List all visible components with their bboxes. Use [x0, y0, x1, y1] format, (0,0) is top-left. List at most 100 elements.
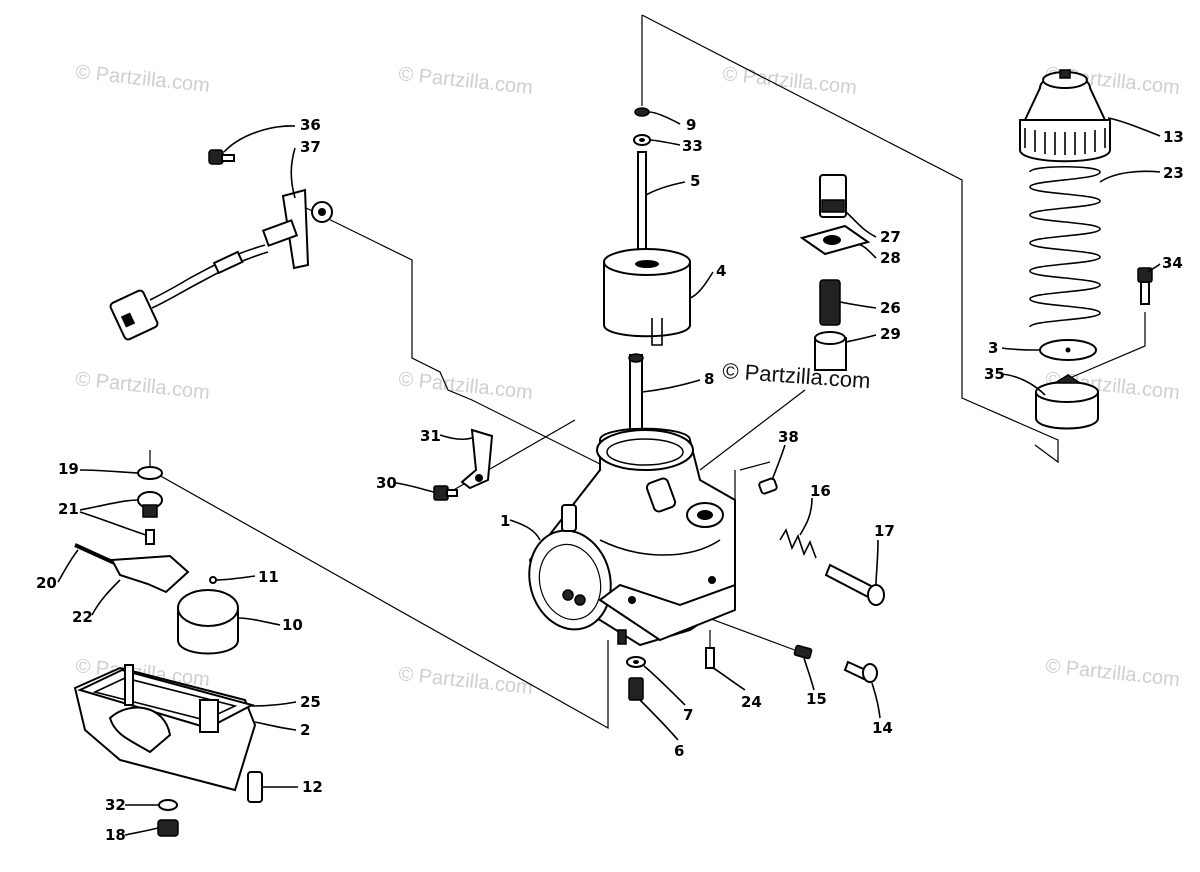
- leader-14: [871, 682, 881, 719]
- drain-plug-18: [157, 819, 179, 837]
- label-17: 17: [874, 522, 895, 540]
- float-valve-21: [137, 491, 163, 545]
- label-34: 34: [1162, 254, 1183, 272]
- float-valve-body: [142, 504, 158, 518]
- holder-35: [1035, 374, 1099, 430]
- label-5: 5: [690, 172, 700, 190]
- jet-needle-5: [637, 151, 647, 253]
- leader-33: [649, 139, 681, 146]
- watermark: © Partzilla.com: [74, 61, 210, 97]
- screw-30: [433, 485, 458, 501]
- leader-23: [1099, 170, 1161, 183]
- leader-13: [1107, 117, 1161, 137]
- screw-36-shank: [221, 154, 235, 162]
- stop-screw-head: [867, 584, 885, 606]
- label-25: 25: [300, 693, 321, 711]
- leader-5: [645, 181, 686, 196]
- label-30: 30: [376, 474, 397, 492]
- leader-1: [509, 519, 541, 541]
- label-26: 26: [880, 299, 901, 317]
- sensor-shaft-hole: [318, 208, 326, 216]
- harness-wire-b: [151, 251, 269, 309]
- gasket-inner: [92, 677, 238, 721]
- starter-plunger: [799, 174, 871, 371]
- watermark: © Partzilla.com: [721, 63, 857, 99]
- float-bowl-boss: [199, 699, 219, 733]
- label-1: 1: [500, 512, 510, 530]
- needle-jet-body: [629, 354, 643, 436]
- label-15: 15: [806, 690, 827, 708]
- cap-nipple: [1059, 69, 1071, 79]
- clip-9: [634, 107, 650, 117]
- leader-28: [857, 243, 877, 259]
- label-11: 11: [258, 568, 279, 586]
- assembly-line-throttle-sensor: [299, 204, 601, 465]
- screw-12: [247, 771, 263, 803]
- carb-jet-hole-a: [562, 589, 574, 601]
- washer-7-hole: [633, 660, 639, 664]
- label-6: 6: [674, 742, 684, 760]
- watermark: © Partzilla.com: [74, 368, 210, 404]
- assembly-line-float-bowl: [149, 450, 609, 730]
- leader-4: [689, 271, 714, 299]
- label-10: 10: [282, 616, 303, 634]
- leader-21a: [79, 499, 139, 511]
- harness-sleeve: [212, 250, 244, 275]
- watermark: © Partzilla.com: [397, 368, 533, 404]
- leader-2: [254, 721, 297, 731]
- label-8: 8: [704, 370, 714, 388]
- leader-9: [648, 111, 681, 125]
- watermark: © Partzilla.com: [1044, 655, 1180, 691]
- leader-10: [237, 617, 281, 626]
- label-29: 29: [880, 325, 901, 343]
- leader-19: [79, 469, 139, 474]
- pilot-screw-head: [862, 663, 878, 683]
- throttle-valve-4: [603, 248, 691, 346]
- float-bowl-well: [108, 706, 172, 754]
- float-valve-needle: [145, 529, 155, 545]
- label-32: 32: [105, 796, 126, 814]
- plunger-29-top: [814, 331, 846, 345]
- needle-jet-8: [628, 353, 644, 436]
- screw-36-head: [208, 149, 224, 165]
- spring-16: [779, 528, 817, 559]
- throttle-valve-slot: [651, 318, 663, 346]
- leader-27: [845, 211, 877, 238]
- label-13: 13: [1163, 128, 1184, 146]
- label-3: 3: [988, 339, 998, 357]
- carb-fitting-left: [561, 504, 577, 532]
- throttle-valve-body: [603, 261, 691, 338]
- spring-23: [1029, 165, 1101, 328]
- leader-36: [223, 125, 296, 153]
- screw-36: [208, 149, 235, 165]
- part-labels: 36 37 9 33 5 4 8 27 28 26 29 13 23 34 3 …: [36, 116, 1184, 844]
- label-36: 36: [300, 116, 321, 134]
- carb-jet-hole-b: [574, 594, 586, 606]
- leader-3: [1001, 347, 1041, 351]
- leader-lines: [57, 111, 1161, 836]
- leader-18: [124, 827, 159, 836]
- throttle-sensor-37: [109, 188, 333, 341]
- leader-6: [639, 699, 679, 741]
- watermark: © Partzilla.com: [397, 663, 533, 699]
- bracket-body: [460, 428, 494, 490]
- leader-30: [395, 482, 435, 493]
- leader-20: [57, 549, 79, 583]
- plunger-plate-hole: [823, 235, 841, 245]
- throttle-stop-screw-17: [824, 563, 885, 606]
- leader-16: [799, 497, 813, 536]
- label-37: 37: [300, 138, 321, 156]
- carb-flange-hole-a: [628, 596, 636, 604]
- throttle-valve-hole: [635, 260, 659, 268]
- label-4: 4: [716, 262, 726, 280]
- carb-fitting-top: [645, 477, 677, 513]
- holder-top: [1035, 381, 1099, 403]
- label-7: 7: [683, 706, 693, 724]
- connector-pin: [120, 312, 136, 328]
- spring-15: [793, 644, 813, 660]
- leader-26: [839, 301, 877, 309]
- main-watermark: © Partzilla.com: [722, 358, 872, 393]
- watermark: © Partzilla.com: [397, 63, 533, 99]
- label-23: 23: [1163, 164, 1184, 182]
